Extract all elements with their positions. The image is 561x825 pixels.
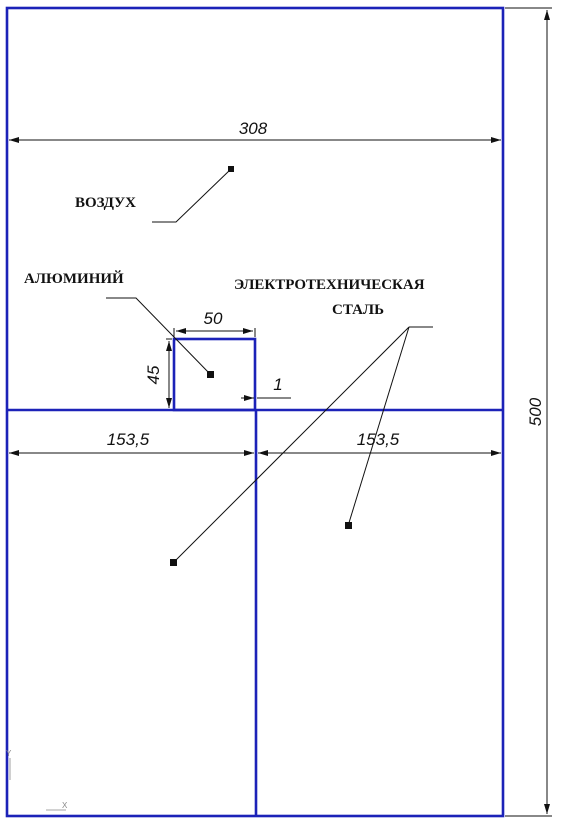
dimension-500: 500 <box>505 7 552 817</box>
label-air: ВОЗДУХ <box>75 166 234 223</box>
label-steel-line1: ЭЛЕКТРОТЕХНИЧЕСКАЯ <box>234 277 425 293</box>
dimension-45-text: 45 <box>144 365 163 384</box>
dimension-153-5: 153,5 153,5 <box>9 430 501 456</box>
dimension-1-text: 1 <box>273 375 282 394</box>
dimension-1: 1 <box>241 375 291 401</box>
label-air-text: ВОЗДУХ <box>75 195 136 211</box>
dimension-308: 308 <box>9 119 501 143</box>
axis-indicator: Y X <box>6 749 68 811</box>
dimension-45: 45 <box>144 338 172 408</box>
leader-point-steel-right <box>345 522 352 529</box>
axis-y-label: Y <box>6 749 12 758</box>
leader-point-air <box>228 166 234 172</box>
label-steel-line2: СТАЛЬ <box>332 302 384 318</box>
label-aluminum: АЛЮМИНИЙ <box>24 270 214 378</box>
dimension-153-5-right-text: 153,5 <box>357 430 400 449</box>
label-steel: ЭЛЕКТРОТЕХНИЧЕСКАЯ СТАЛЬ <box>170 277 433 566</box>
axis-x-label: X <box>62 801 68 810</box>
leader-point-aluminum <box>207 371 214 378</box>
aluminum-conductor <box>172 337 257 412</box>
geometry-outline <box>5 6 505 818</box>
dimension-50-text: 50 <box>204 309 223 328</box>
dimension-308-text: 308 <box>239 119 268 138</box>
dimension-153-5-left-text: 153,5 <box>107 430 150 449</box>
leader-point-steel-left <box>170 559 177 566</box>
label-aluminum-text: АЛЮМИНИЙ <box>24 270 124 287</box>
dimension-50: 50 <box>173 309 256 337</box>
dimension-500-text: 500 <box>526 397 545 426</box>
